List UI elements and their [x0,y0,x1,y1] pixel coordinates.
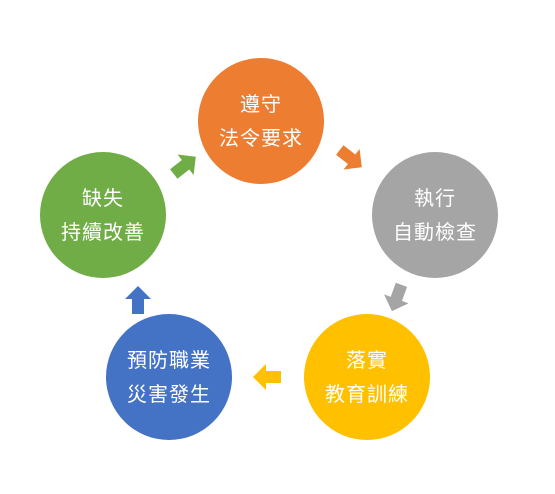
node-improvement: 缺失 持續改善 [40,152,166,278]
node-improvement-line1: 缺失 [82,186,124,210]
node-training: 落實 教育訓練 [304,314,430,440]
node-compliance: 遵守 法令要求 [198,58,324,184]
node-prevention-line1: 預防職業 [127,348,211,372]
node-self-inspection-line1: 執行 [414,186,456,210]
node-prevention: 預防職業 災害發生 [106,314,232,440]
node-compliance-line2: 法令要求 [219,126,303,150]
node-training-line2: 教育訓練 [325,382,409,406]
node-improvement-line2: 持續改善 [61,220,145,244]
node-self-inspection: 執行 自動檢查 [372,152,498,278]
node-self-inspection-line2: 自動檢查 [393,220,477,244]
node-compliance-line1: 遵守 [240,92,282,116]
node-training-line1: 落實 [346,348,388,372]
node-prevention-line2: 災害發生 [127,382,211,406]
